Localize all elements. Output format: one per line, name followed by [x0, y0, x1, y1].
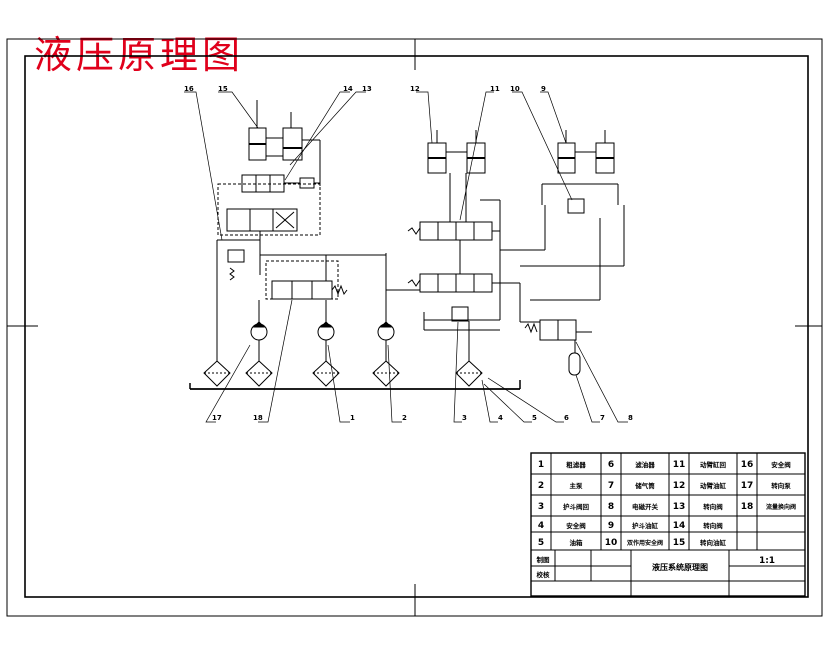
- part-name-13: 转向阀: [703, 502, 723, 511]
- callout-10: 10: [510, 85, 520, 93]
- part-no-16: 16: [741, 460, 754, 470]
- pump-right: [377, 253, 395, 361]
- part-no-6: 6: [608, 460, 614, 470]
- part-name-6: 滤油器: [635, 460, 655, 469]
- part-no-13: 13: [673, 502, 686, 512]
- main-valve: [260, 254, 386, 300]
- part-name-4: 安全阀: [566, 521, 586, 530]
- pilot-block: [451, 306, 469, 322]
- filter-3: [455, 360, 483, 387]
- label-checked: 校核: [537, 570, 551, 579]
- label-drawn: 制图: [537, 555, 551, 564]
- callout-16: 16: [184, 85, 194, 93]
- part-no-15: 15: [673, 538, 686, 548]
- part-no-5: 5: [538, 538, 544, 548]
- schematic: [184, 91, 628, 423]
- part-name-8: 电磁开关: [632, 502, 659, 511]
- part-name-17: 转向泵: [771, 481, 791, 490]
- part-no-3: 3: [538, 502, 544, 512]
- pump-left: [250, 300, 268, 361]
- left-circuit-lines: [216, 100, 321, 361]
- filter-2: [372, 360, 400, 387]
- filter-17: [203, 360, 231, 387]
- part-name-14: 转向阀: [703, 521, 723, 530]
- drawing-name: 液压系统原理图: [652, 562, 708, 572]
- brake-valve-8: [524, 319, 592, 341]
- bucket-cylinders-9: [557, 130, 615, 174]
- callout-12: 12: [410, 85, 420, 93]
- pump-mid: [317, 300, 335, 361]
- right-circuit-lines: [386, 173, 625, 361]
- part-name-10: 双作用安全阀: [627, 539, 663, 547]
- callout-13: 13: [362, 85, 372, 93]
- part-name-12: 动臂油缸: [700, 481, 727, 490]
- part-no-2: 2: [538, 481, 544, 491]
- bucket-valve: [407, 273, 493, 293]
- steering-cylinders: [248, 127, 303, 161]
- part-name-3: 护斗阀回: [563, 502, 590, 511]
- callout-14: 14: [343, 85, 353, 93]
- flow-divider-valve-16: [217, 183, 321, 236]
- part-name-11: 动臂缸回: [700, 460, 727, 469]
- part-no-17: 17: [741, 481, 754, 491]
- callout-5: 5: [532, 414, 537, 422]
- leader-lines: [184, 91, 628, 423]
- part-name-16: 安全阀: [771, 460, 791, 469]
- part-no-1: 1: [538, 460, 544, 470]
- safety-valve-left: [227, 249, 245, 281]
- part-no-10: 10: [605, 538, 618, 548]
- boom-cylinders-12: [427, 130, 486, 174]
- sheet-border: [6, 38, 823, 617]
- callout-6: 6: [564, 414, 569, 422]
- callout-4: 4: [498, 414, 503, 422]
- callout-1: 1: [350, 414, 355, 422]
- filter-18: [245, 360, 273, 387]
- callout-3: 3: [462, 414, 467, 422]
- title-block: 1 粗滤器 2 主泵 3 护斗阀回 4 安全阀 5 油箱 6 滤油器 7 储气筒…: [530, 452, 806, 597]
- callout-18: 18: [253, 414, 263, 422]
- part-no-14: 14: [673, 521, 686, 531]
- boom-valve-11: [407, 221, 493, 241]
- part-name-5: 油箱: [570, 538, 584, 547]
- drawing-title: 液压原理图: [34, 33, 245, 77]
- part-no-7: 7: [608, 481, 614, 491]
- part-name-2: 主泵: [570, 481, 584, 490]
- part-name-1: 粗滤器: [566, 460, 586, 469]
- scale-value: 1:1: [759, 556, 775, 566]
- part-no-9: 9: [608, 521, 614, 531]
- centering-marks: [7, 39, 822, 616]
- callout-17: 17: [212, 414, 222, 422]
- part-no-4: 4: [538, 521, 544, 531]
- dual-safety-valve-10: [541, 183, 619, 214]
- part-no-11: 11: [673, 460, 686, 470]
- filter-1: [312, 360, 340, 387]
- part-no-12: 12: [673, 481, 686, 491]
- callout-15: 15: [218, 85, 228, 93]
- callout-2: 2: [402, 414, 407, 422]
- callout-labels: 16 15 14 13 12 11 10 9 17 18 1 2 3 4 5 6…: [184, 85, 633, 422]
- callout-11: 11: [490, 85, 500, 93]
- air-tank-7: [568, 340, 581, 376]
- callout-9: 9: [541, 85, 546, 93]
- callout-7: 7: [600, 414, 605, 422]
- part-name-7: 储气筒: [634, 481, 655, 490]
- part-name-15: 转向油缸: [700, 538, 727, 547]
- part-name-9: 护斗油缸: [632, 521, 659, 530]
- part-no-18: 18: [741, 502, 754, 512]
- callout-8: 8: [628, 414, 633, 422]
- tank-return-line: [189, 380, 521, 390]
- part-no-8: 8: [608, 502, 614, 512]
- part-name-18: 流量换向阀: [766, 503, 796, 511]
